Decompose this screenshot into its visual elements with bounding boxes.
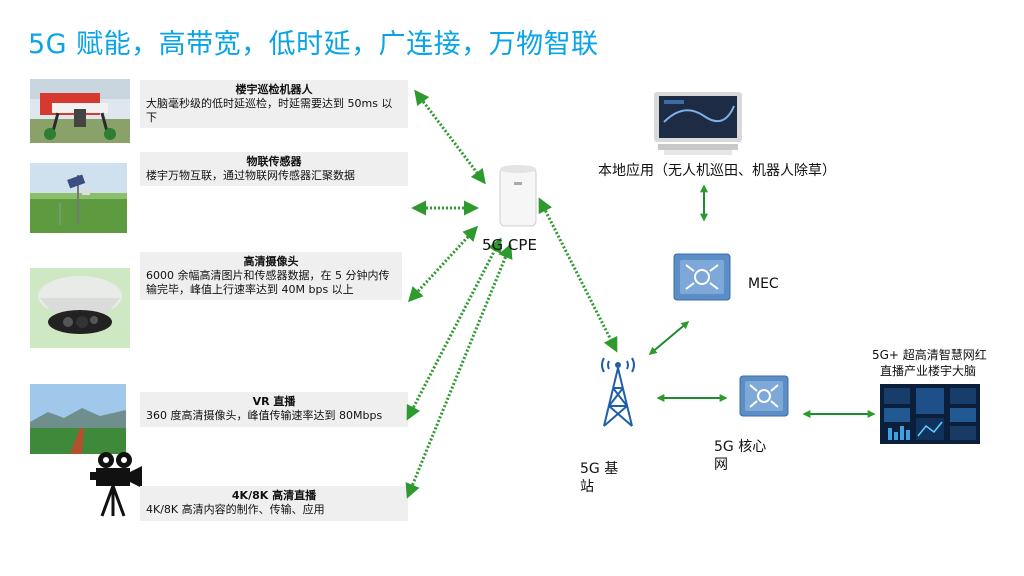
link-4k8k-cpe xyxy=(405,243,513,499)
cpe-router-icon xyxy=(496,162,540,228)
brain-label-1: 5G+ 超高清智慧网红 xyxy=(872,348,987,362)
card-desc: 6000 余幅高清图片和传感器数据，在 5 分钟内传输完毕，峰值上行速率达到 4… xyxy=(146,269,390,296)
card-vr: VR 直播 360 度高清摄像头，峰值传输速率达到 80Mbps xyxy=(140,392,408,427)
local-app-label: 本地应用（无人机巡田、机器人除草） xyxy=(598,163,836,179)
sensor-photo xyxy=(30,163,127,233)
card-title: VR 直播 xyxy=(252,395,296,408)
base-station-label-1: 5G 基 xyxy=(580,461,619,477)
dashboard-screen-icon xyxy=(880,384,980,444)
core-label-1: 5G 核心 xyxy=(714,439,767,455)
link-camera-cpe xyxy=(407,225,479,303)
card-title: 4K/8K 高清直播 xyxy=(231,489,317,502)
card-robot: 楼宇巡检机器人 大脑毫秒级的低时延巡检，时延需要达到 50ms 以下 xyxy=(140,80,408,128)
movie-camera-icon xyxy=(88,450,144,520)
dome-camera-icon xyxy=(30,268,130,348)
card-title: 高清摄像头 xyxy=(243,255,299,268)
base-station-label-2: 站 xyxy=(580,479,594,495)
link-cpe-station xyxy=(538,197,618,353)
card-desc: 楼宇万物互联，通过物联网传感器汇聚数据 xyxy=(146,169,355,182)
card-desc: 4K/8K 高清内容的制作、传输、应用 xyxy=(146,503,325,516)
core-label-2: 网 xyxy=(714,457,728,473)
card-camera: 高清摄像头 6000 余幅高清图片和传感器数据，在 5 分钟内传输完毕，峰值上行… xyxy=(140,252,402,300)
card-sensor: 物联传感器 楼宇万物互联，通过物联网传感器汇聚数据 xyxy=(140,152,408,186)
card-desc: 大脑毫秒级的低时延巡检，时延需要达到 50ms 以下 xyxy=(146,97,393,124)
brain-label-2: 直播产业楼宇大脑 xyxy=(880,364,977,378)
link-robot-cpe xyxy=(414,89,486,185)
mec-label: MEC xyxy=(748,276,779,292)
mec-server-icon xyxy=(672,252,732,302)
monitor-icon xyxy=(654,92,742,156)
cpe-label: 5G CPE xyxy=(482,236,537,254)
link-mec-station xyxy=(648,320,690,356)
core-network-icon xyxy=(738,374,790,418)
cell-tower-icon xyxy=(596,352,640,428)
vr-field-photo xyxy=(30,384,126,454)
page-title: 5G 赋能，高带宽，低时延，广连接，万物智联 xyxy=(28,29,599,60)
card-4k8k: 4K/8K 高清直播 4K/8K 高清内容的制作、传输、应用 xyxy=(140,486,408,521)
link-vr-cpe xyxy=(406,237,502,421)
card-title: 楼宇巡检机器人 xyxy=(235,83,313,96)
robot-photo xyxy=(30,79,130,143)
card-desc: 360 度高清摄像头，峰值传输速率达到 80Mbps xyxy=(146,409,383,422)
card-title: 物联传感器 xyxy=(246,155,302,168)
